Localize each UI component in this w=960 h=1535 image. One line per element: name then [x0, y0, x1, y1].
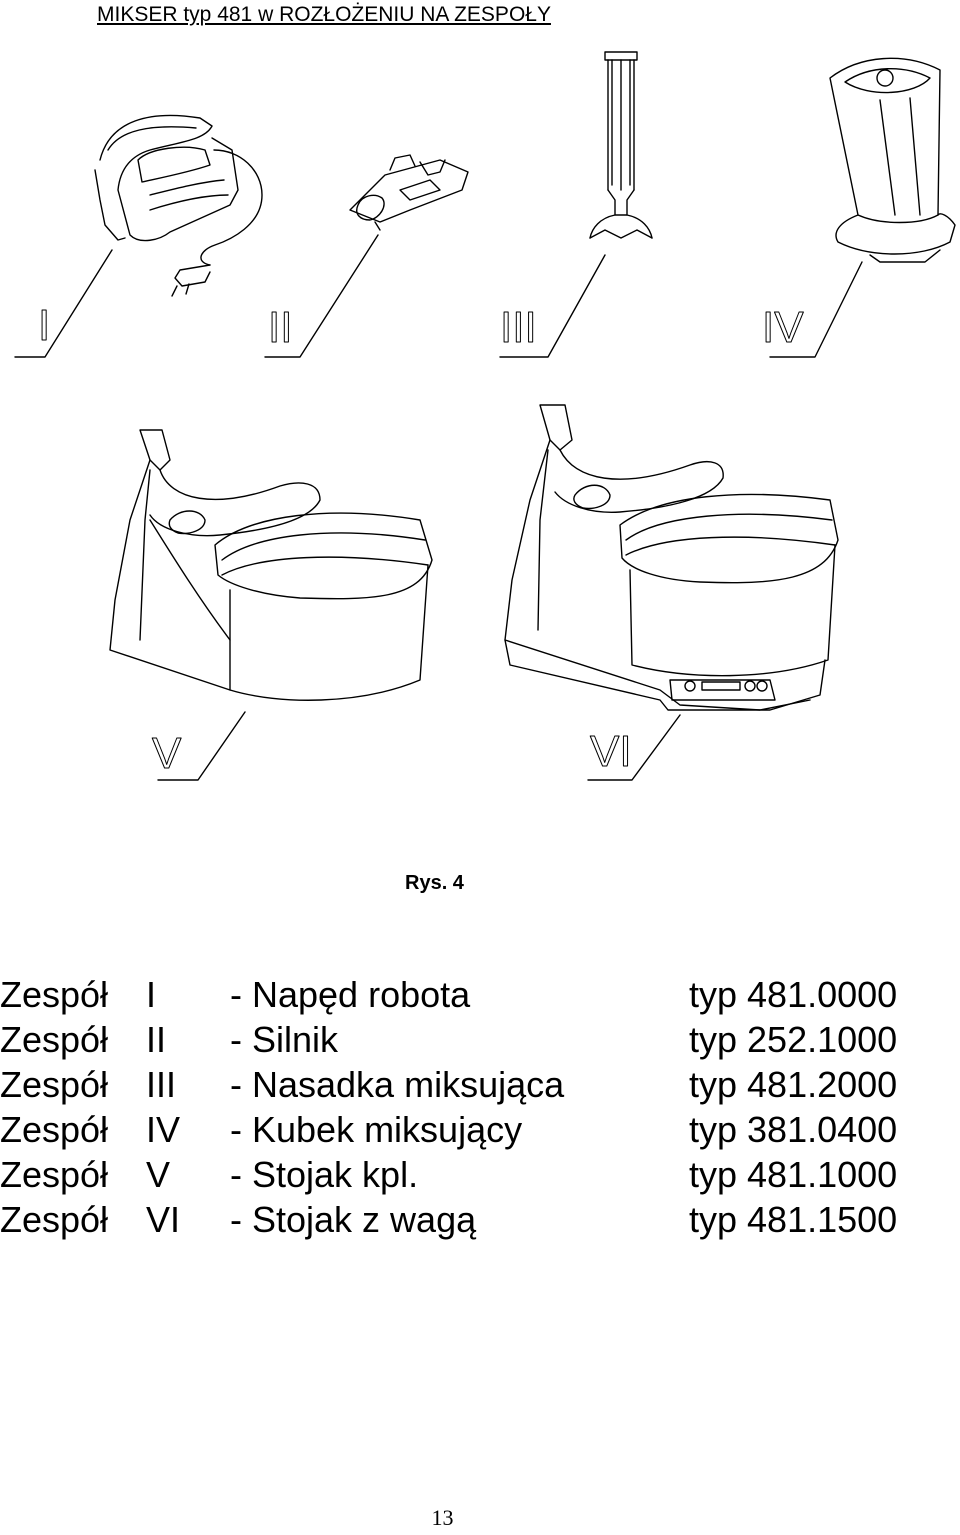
part-name: - Kubek miksujący [230, 1109, 523, 1150]
part-group: Zespół [0, 974, 109, 1015]
label-iv: IV [762, 303, 804, 352]
part-group: Zespół [0, 1019, 109, 1060]
assembly-ii-motor: II [264, 154, 469, 358]
part-group: Zespół [0, 1109, 109, 1150]
part-number: V [146, 1154, 171, 1195]
part-number: VI [146, 1199, 181, 1240]
part-group: Zespół [0, 1199, 109, 1240]
page-title: MIKSER typ 481 w ROZŁOŻENIU NA ZESPOŁY [97, 3, 551, 26]
part-type: typ 252.1000 [689, 1019, 898, 1060]
label-i: I [38, 301, 50, 350]
part-group: Zespół [0, 1064, 109, 1105]
part-name: - Stojak kpl. [230, 1154, 419, 1195]
part-number: III [146, 1064, 177, 1105]
part-name: - Silnik [230, 1019, 339, 1060]
part-type: typ 481.2000 [689, 1064, 898, 1105]
part-name: - Napęd robota [230, 974, 471, 1015]
part-name: - Stojak z wagą [230, 1199, 477, 1240]
part-type: typ 481.0000 [689, 974, 898, 1015]
exploded-assembly-drawing: I II III IV [14, 51, 956, 781]
page-number: 13 [431, 1505, 454, 1530]
part-name: - Nasadka miksująca [230, 1064, 565, 1105]
part-number: IV [146, 1109, 181, 1150]
part-type: typ 381.0400 [689, 1109, 898, 1150]
label-vi: VI [590, 727, 632, 776]
label-v: V [152, 729, 182, 778]
assembly-iv-blender-cup: IV [762, 57, 956, 358]
assembly-i-hand-mixer: I [14, 114, 263, 358]
label-iii: III [500, 303, 537, 352]
part-number: I [146, 974, 157, 1015]
part-group: Zespół [0, 1154, 109, 1195]
assembly-iii-blender-attachment: III [499, 51, 653, 358]
figure-caption: Rys. 4 [405, 872, 464, 894]
label-ii: II [268, 303, 292, 352]
assembly-v-stand: V [109, 429, 433, 781]
part-type: typ 481.1000 [689, 1154, 898, 1195]
part-type: typ 481.1500 [689, 1199, 898, 1240]
part-number: II [146, 1019, 167, 1060]
assembly-vi-stand-with-scale: VI [504, 404, 839, 781]
